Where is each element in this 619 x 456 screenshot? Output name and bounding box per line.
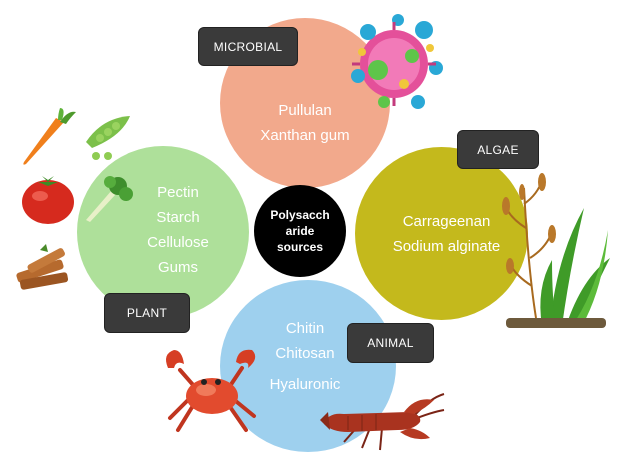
plant-item-gums: Gums <box>158 255 198 280</box>
algae-item-sodium-alginate: Sodium alginate <box>393 234 501 259</box>
pea-pod-icon <box>82 112 136 162</box>
virus-icon <box>338 6 450 118</box>
plant-item-pectin: Pectin <box>157 180 199 205</box>
microbial-item-pullulan: Pullulan <box>278 98 331 123</box>
cinnamon-icon <box>10 242 74 290</box>
tomato-icon <box>20 172 76 226</box>
center-circle: Polysacch aride sources <box>254 185 346 277</box>
seaweed-icon <box>486 168 614 328</box>
animal-item-chitosan: Chitosan <box>275 341 334 366</box>
plant-item-cellulose: Cellulose <box>147 230 209 255</box>
microbial-item-xanthan: Xanthan gum <box>260 123 349 148</box>
center-line-3: sources <box>277 239 323 255</box>
animal-item-chitin: Chitin <box>286 316 324 341</box>
carrot-icon <box>20 108 80 170</box>
center-line-1: Polysacch <box>270 207 329 223</box>
microbial-tag: MICROBIAL <box>198 27 298 66</box>
celery-icon <box>80 174 136 222</box>
animal-tag: ANIMAL <box>347 323 434 363</box>
plant-tag: PLANT <box>104 293 190 333</box>
center-line-2: aride <box>286 223 315 239</box>
crayfish-icon <box>318 390 446 452</box>
algae-item-carrageenan: Carrageenan <box>403 209 491 234</box>
plant-item-starch: Starch <box>156 205 199 230</box>
algae-tag: ALGAE <box>457 130 539 169</box>
crab-icon <box>160 346 266 436</box>
